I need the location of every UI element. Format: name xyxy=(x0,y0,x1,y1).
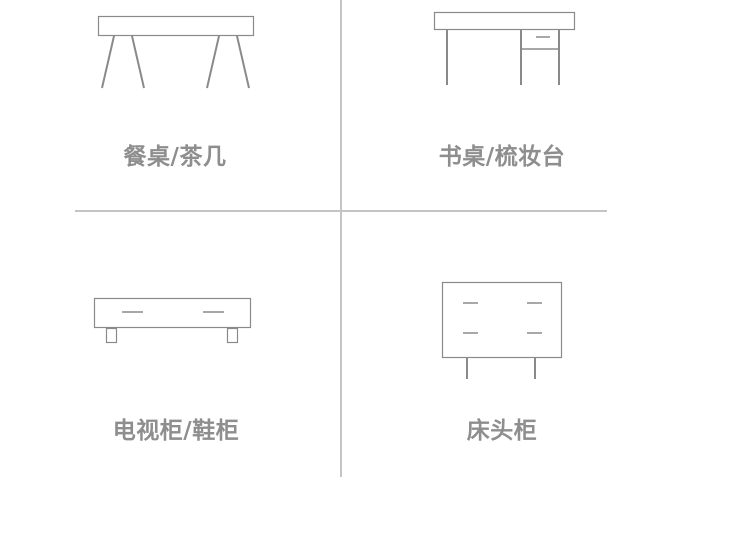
bedside-table-icon xyxy=(441,281,563,379)
desk-icon xyxy=(433,11,576,85)
horizontal-divider xyxy=(75,210,607,212)
tv-cabinet-icon xyxy=(93,297,252,344)
category-label-dining: 餐桌/茶几 xyxy=(123,144,227,170)
category-label-bedside: 床头柜 xyxy=(466,418,538,444)
vertical-divider xyxy=(340,0,342,477)
category-label-desk: 书桌/梳妆台 xyxy=(438,144,566,170)
dining-table-icon xyxy=(97,15,255,89)
category-label-tv: 电视柜/鞋柜 xyxy=(112,418,240,444)
